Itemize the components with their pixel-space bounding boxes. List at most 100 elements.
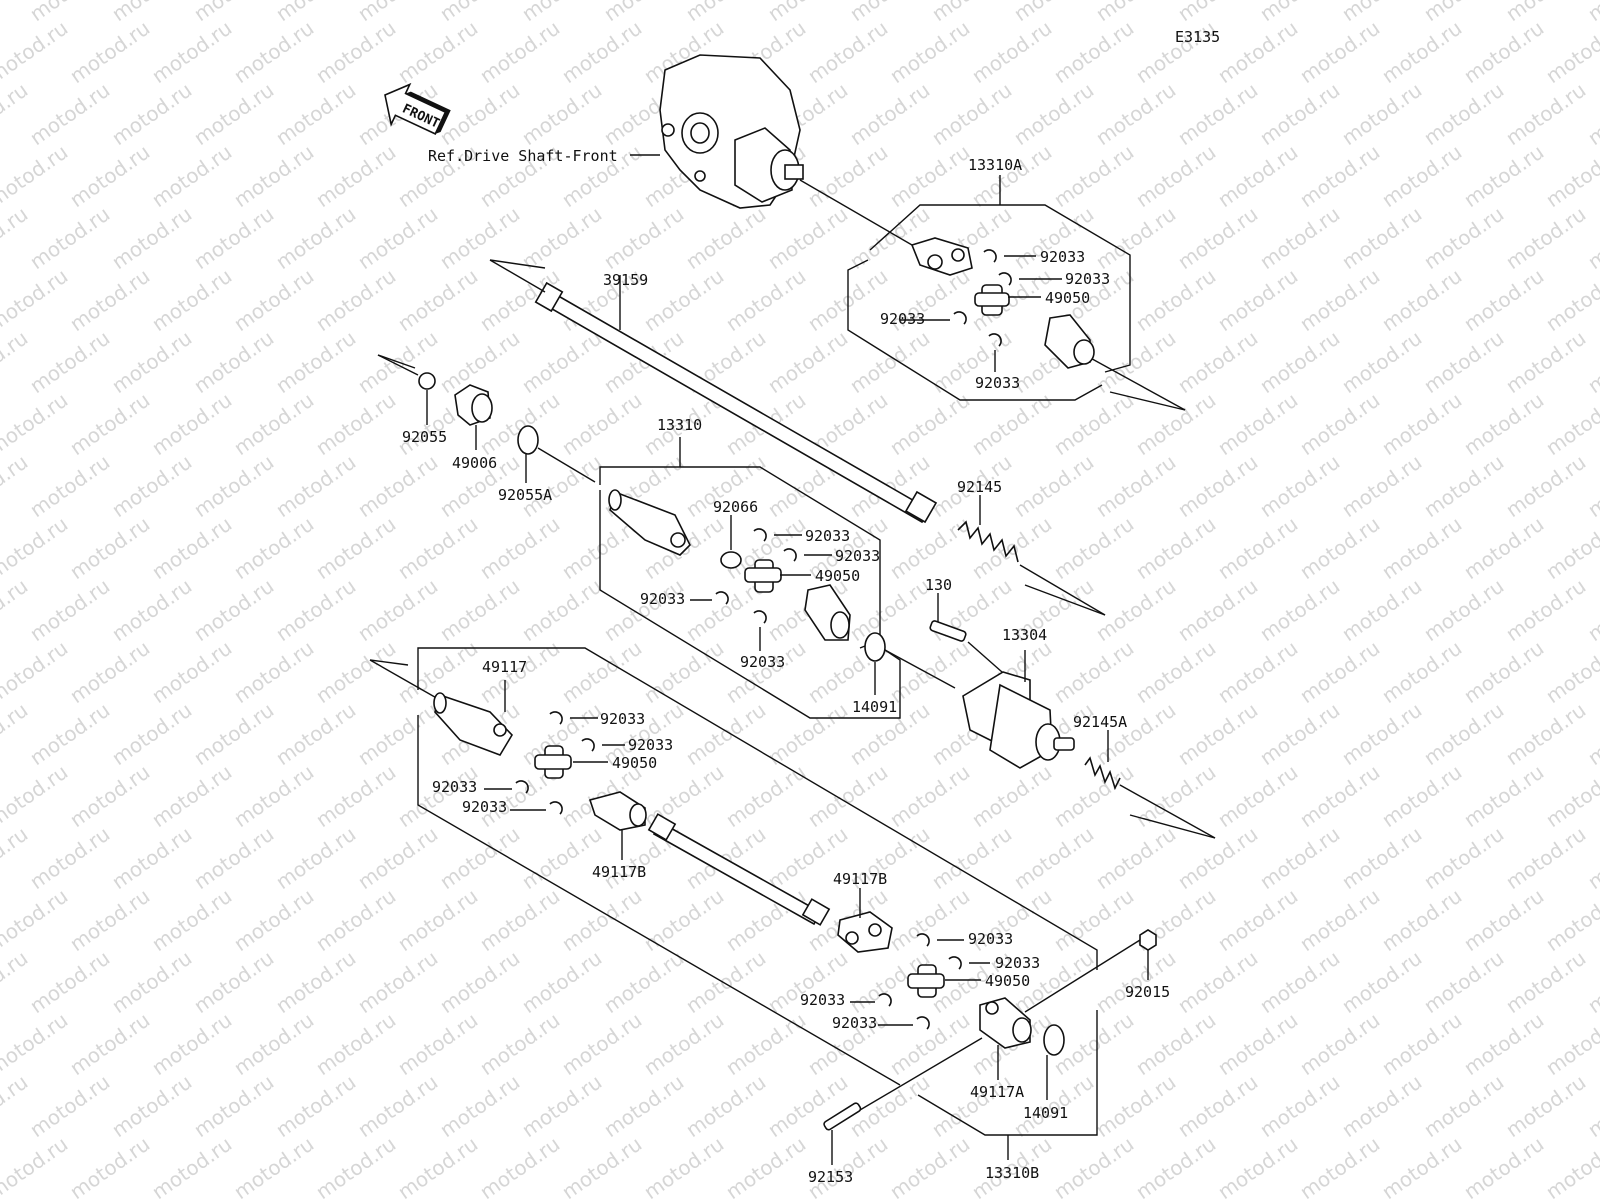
callout-layer: 9203392033920339203392033920339203392033… [432,248,1110,1032]
watermark-text: motod.ru [107,450,196,522]
watermark-text: motod.ru [1213,760,1302,832]
watermark-text: motod.ru [0,946,32,1018]
watermark-text: motod.ru [1541,388,1600,460]
label-92033: 92033 [600,710,645,728]
watermark-text: motod.ru [25,78,114,150]
watermark-text: motod.ru [1501,698,1590,770]
label-49050: 49050 [985,972,1030,990]
watermark-text: motod.ru [107,326,196,398]
watermark-text: motod.ru [393,884,482,956]
watermark-text: motod.ru [1419,202,1508,274]
watermark-text: motod.ru [475,884,564,956]
watermark-text: motod.ru [311,636,400,708]
watermark-text: motod.ru [721,760,810,832]
watermark-text: motod.ru [885,884,974,956]
watermark-text: motod.ru [0,822,32,894]
label-92033: 92033 [835,547,880,565]
watermark-text: motod.ru [599,0,688,26]
watermark-text: motod.ru [1213,884,1302,956]
watermark-text: motod.ru [0,264,72,336]
watermark-text: motod.ru [1583,698,1600,770]
watermark-text: motod.ru [1173,0,1262,26]
o-ring-92055 [418,372,436,390]
watermark-text: motod.ru [1173,946,1262,1018]
circlip-92033 [916,1016,930,1030]
watermark-text: motod.ru [1213,16,1302,88]
watermark-text: motod.ru [1459,760,1548,832]
diagram-code: E3135 [1175,28,1220,46]
watermark-text: motod.ru [353,946,442,1018]
watermark-text: motod.ru [435,574,524,646]
watermark-text: motod.ru [639,636,728,708]
watermark-text: motod.ru [107,0,196,26]
watermark-text: motod.ru [557,1132,646,1200]
watermark-text: motod.ru [271,450,360,522]
watermark-text: motod.ru [0,140,72,212]
watermark-text: motod.ru [107,202,196,274]
watermark-text: motod.ru [1337,946,1426,1018]
watermark-text: motod.ru [1255,1070,1344,1142]
watermark-text: motod.ru [0,450,32,522]
label-92145: 92145 [957,478,1002,496]
watermark-text: motod.ru [271,0,360,26]
label-92066: 92066 [713,498,758,516]
watermark-text: motod.ru [393,1008,482,1080]
watermark-text: motod.ru [1377,388,1466,460]
watermark-text: motod.ru [885,16,974,88]
watermark-text: motod.ru [147,884,236,956]
watermark-text: motod.ru [0,78,32,150]
label-92033: 92033 [880,310,925,328]
watermark-text: motod.ru [1459,1132,1548,1200]
watermark-text: motod.ru [967,388,1056,460]
front-final-gear-case [659,54,804,209]
watermark-text: motod.ru [885,760,974,832]
watermark-text: motod.ru [353,698,442,770]
watermark-text: motod.ru [189,822,278,894]
watermark-text: motod.ru [1255,698,1344,770]
watermark-text: motod.ru [271,946,360,1018]
watermark-text: motod.ru [1295,1132,1384,1200]
watermark-text: motod.ru [1255,0,1344,26]
circlip-92033 [948,956,962,970]
watermark-text: motod.ru [1131,264,1220,336]
nut-92015 [1139,929,1157,951]
watermark-text: motod.ru [1213,512,1302,584]
watermark-text: motod.ru [189,698,278,770]
watermark-text: motod.ru [189,946,278,1018]
label-49050: 49050 [1045,289,1090,307]
watermark-text: motod.ru [803,1132,892,1200]
watermark-text: motod.ru [639,1008,728,1080]
watermark-text: motod.ru [475,16,564,88]
watermark-text: motod.ru [393,16,482,88]
watermark-text: motod.ru [1583,574,1600,646]
label-13310A: 13310A [968,156,1022,174]
watermark-text: motod.ru [1009,822,1098,894]
spider-49050-b [744,559,782,593]
watermark-text: motod.ru [1583,822,1600,894]
watermark-text: motod.ru [639,264,728,336]
watermark-text: motod.ru [845,0,934,26]
watermark-text: motod.ru [229,636,318,708]
watermark-text: motod.ru [885,388,974,460]
watermark-text: motod.ru [1295,16,1384,88]
watermark-text: motod.ru [1213,1008,1302,1080]
watermark-text: motod.ru [311,760,400,832]
watermark-text: motod.ru [1541,884,1600,956]
watermark-text: motod.ru [0,326,32,398]
watermark-text: motod.ru [1459,140,1548,212]
watermark-text: motod.ru [0,636,72,708]
watermark-text: motod.ru [229,140,318,212]
watermark-text: motod.ru [1501,326,1590,398]
label-49050: 49050 [815,567,860,585]
watermark-text: motod.ru [1459,16,1548,88]
watermark-text: motod.ru [967,16,1056,88]
reference-label: Ref.Drive Shaft-Front [428,147,618,165]
watermark-text: motod.ru [353,574,442,646]
label-92033: 92033 [432,778,477,796]
watermark-text: motod.ru [1337,698,1426,770]
watermark-text: motod.ru [147,388,236,460]
watermark-text: motod.ru [65,264,154,336]
watermark-text: motod.ru [0,574,32,646]
watermark-text: motod.ru [271,202,360,274]
watermark-text: motod.ru [147,760,236,832]
